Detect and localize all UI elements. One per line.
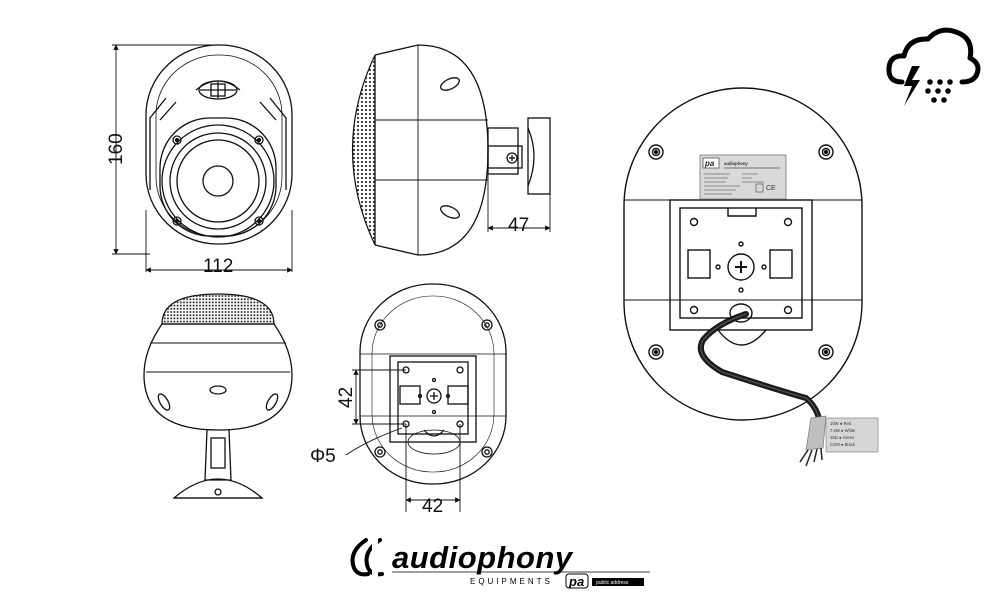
brand-logo: audiophony EQUIPMENTS pa public address (350, 536, 650, 589)
svg-text:pa: pa (704, 159, 715, 168)
brand-wordmark: audiophony (392, 540, 574, 575)
side-view (352, 44, 551, 256)
storm-snow-cloud-icon (886, 27, 981, 106)
rear-view (359, 283, 507, 485)
dimension-lines-front (112, 44, 293, 273)
product-label-plate: pa audiophony CE (699, 154, 787, 200)
height-dimension-label: 160 (106, 133, 127, 165)
svg-text:CE: CE (766, 185, 776, 192)
dimension-lines-rear (345, 369, 461, 512)
cable-label-2: 7.5W ● White (830, 428, 856, 433)
brand-pa-mark: pa (568, 574, 584, 589)
dimension-lines-side (487, 175, 551, 232)
bracket-height-dimension-label: 42 (336, 387, 357, 408)
brand-pa-note: public address (596, 580, 629, 586)
top-view (143, 293, 293, 499)
bracket-width-dimension-label: 42 (422, 496, 443, 517)
cable-label-4: COM ● Black (830, 442, 856, 447)
cable-label-3: 15Ω ● Green (830, 435, 855, 440)
brand-subtitle: EQUIPMENTS (470, 577, 553, 586)
hole-diameter-label: Φ5 (310, 446, 336, 467)
cable-tag: 10W ● Red 7.5W ● White 15Ω ● Green COM ●… (825, 417, 879, 453)
depth-dimension-label: 47 (508, 215, 529, 236)
label-plate-brand: audiophony (724, 161, 748, 166)
rear-detailed-view: pa audiophony CE 10W (623, 87, 879, 467)
width-dimension-label: 112 (203, 256, 233, 277)
front-view (145, 44, 293, 245)
cable-label-1: 10W ● Red (830, 421, 852, 426)
